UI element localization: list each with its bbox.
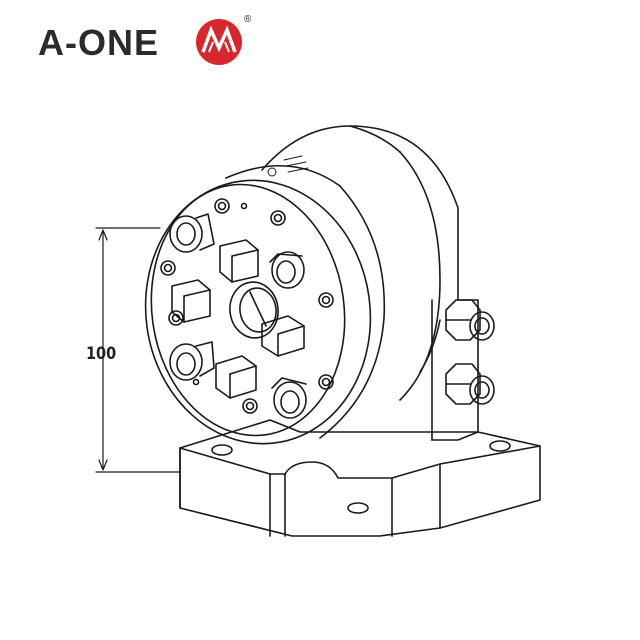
clamp-finger-right xyxy=(269,251,305,289)
registered-mark: ® xyxy=(244,14,252,25)
dimension-line xyxy=(95,227,181,473)
clamp-jaw-top xyxy=(219,239,259,283)
face-screws xyxy=(160,198,334,414)
clamp-finger-left-low xyxy=(169,341,215,381)
chuck-face xyxy=(144,164,386,445)
height-dimension-label: 100 xyxy=(86,344,117,364)
base-hole-left xyxy=(211,444,233,456)
housing-body xyxy=(261,125,479,441)
center-bore xyxy=(229,281,279,339)
base-hole-right xyxy=(489,440,511,452)
clamp-finger-top-left xyxy=(169,213,215,253)
air-fitting-lower xyxy=(445,363,495,405)
base-plate xyxy=(179,419,541,537)
brand-logo-icon xyxy=(196,19,242,65)
brand-logo-text: A-ONE xyxy=(38,22,159,63)
clamp-jaw-right xyxy=(261,315,305,357)
engraving-text-marks xyxy=(267,155,309,177)
air-fitting-upper xyxy=(445,299,495,341)
clamp-finger-bottom-right xyxy=(271,377,307,419)
base-hole-front-right xyxy=(347,502,369,514)
clamp-jaw-bottom xyxy=(215,355,257,399)
